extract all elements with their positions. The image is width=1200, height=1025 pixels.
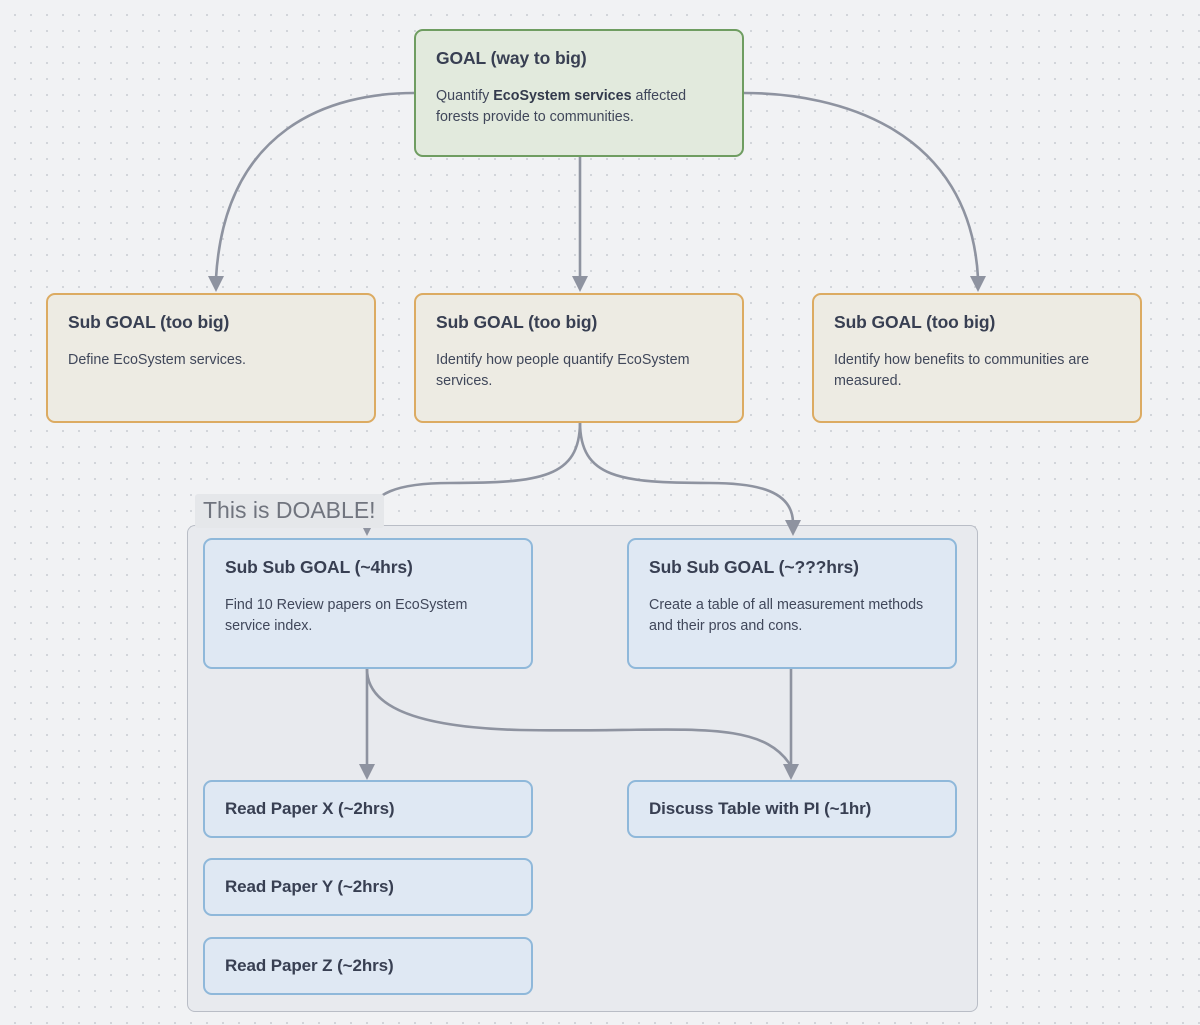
node-subsub-1-body: Find 10 Review papers on EcoSystem servi…	[225, 596, 468, 634]
edge-goal-to-subgoal-3-arrowhead	[970, 276, 986, 292]
node-subgoal-2-title: Sub GOAL (too big)	[436, 312, 598, 332]
node-subgoal-1[interactable]: Sub GOAL (too big) Define EcoSystem serv…	[46, 293, 376, 423]
node-task-read-paper-y-title: Read Paper Y (~2hrs)	[225, 877, 394, 897]
node-subsub-2[interactable]: Sub Sub GOAL (~???hrs) Create a table of…	[627, 538, 957, 669]
node-subgoal-2[interactable]: Sub GOAL (too big) Identify how people q…	[414, 293, 744, 423]
node-subsub-1-title: Sub Sub GOAL (~4hrs)	[225, 557, 413, 577]
node-goal-body: Quantify EcoSystem services affected for…	[436, 86, 722, 127]
node-goal-title: GOAL (way to big)	[436, 48, 587, 68]
node-task-read-paper-z-title: Read Paper Z (~2hrs)	[225, 956, 394, 976]
node-goal-body-bold: EcoSystem services	[493, 87, 632, 104]
edge-goal-to-subgoal-1-arrowhead	[208, 276, 224, 292]
node-task-read-paper-x[interactable]: Read Paper X (~2hrs)	[203, 780, 533, 838]
node-task-discuss-table-title: Discuss Table with PI (~1hr)	[649, 799, 872, 819]
node-subgoal-3[interactable]: Sub GOAL (too big) Identify how benefits…	[812, 293, 1142, 423]
node-subgoal-1-body: Define EcoSystem services.	[68, 351, 246, 368]
edge-goal-to-subgoal-3	[742, 91, 980, 280]
node-task-discuss-table[interactable]: Discuss Table with PI (~1hr)	[627, 780, 957, 838]
node-task-read-paper-x-title: Read Paper X (~2hrs)	[225, 799, 395, 819]
node-subsub-2-body: Create a table of all measurement method…	[649, 596, 924, 634]
edge-goal-to-subgoal-1	[214, 91, 416, 280]
group-label-doable: This is DOABLE!	[195, 494, 384, 528]
node-subsub-1[interactable]: Sub Sub GOAL (~4hrs) Find 10 Review pape…	[203, 538, 533, 669]
edge-subgoal-2-to-subsub-1	[365, 420, 582, 524]
edge-goal-to-subgoal-2-arrowhead	[572, 276, 588, 292]
node-subgoal-3-body: Identify how benefits to communities are…	[834, 351, 1090, 389]
node-goal-body-suffix: affected forests provide to communities.	[436, 87, 687, 125]
node-subgoal-1-title: Sub GOAL (too big)	[68, 312, 230, 332]
node-subgoal-2-body: Identify how people quantify EcoSystem s…	[436, 351, 690, 389]
node-task-read-paper-y[interactable]: Read Paper Y (~2hrs)	[203, 858, 533, 916]
node-goal-body-prefix: Quantify	[436, 87, 494, 104]
edge-subgoal-2-to-subsub-2	[578, 420, 795, 524]
node-goal[interactable]: GOAL (way to big) Quantify EcoSystem ser…	[414, 29, 744, 157]
node-subsub-2-title: Sub Sub GOAL (~???hrs)	[649, 557, 859, 577]
node-task-read-paper-z[interactable]: Read Paper Z (~2hrs)	[203, 937, 533, 995]
node-subgoal-3-title: Sub GOAL (too big)	[834, 312, 996, 332]
